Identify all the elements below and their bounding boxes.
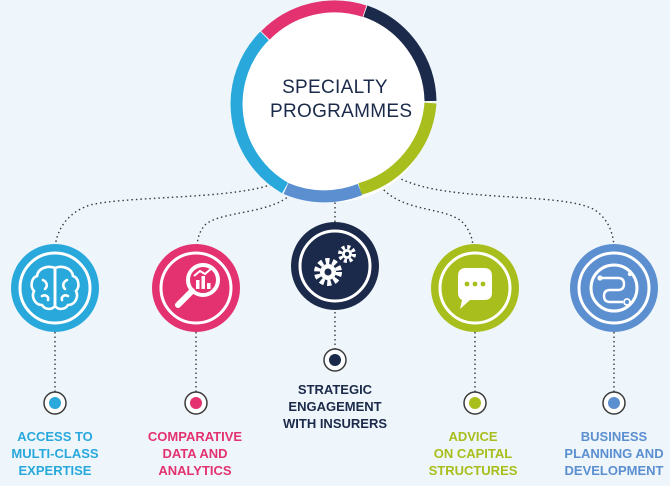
- connector-4: [377, 182, 474, 251]
- caption-advice: ADVICE ON CAPITAL STRUCTURES: [410, 428, 536, 479]
- caption-line: DATA AND: [162, 446, 228, 461]
- node-engagement: [291, 222, 379, 372]
- caption-line: ANALYTICS: [158, 463, 232, 478]
- connector-2: [196, 187, 297, 251]
- caption-line: BUSINESS: [580, 429, 648, 444]
- node-planning: [570, 244, 658, 415]
- node-analytics: [152, 244, 240, 415]
- caption-analytics: COMPARATIVE DATA AND ANALYTICS: [132, 428, 258, 479]
- anchor-dot-5: [602, 391, 626, 415]
- caption-engagement: STRATEGIC ENGAGEMENT WITH INSURERS: [272, 381, 398, 432]
- magnifier-chart-icon: [175, 263, 220, 308]
- node-expertise: [11, 244, 99, 415]
- anchor-dot-2: [184, 391, 208, 415]
- connector-1: [54, 177, 284, 251]
- caption-line: ADVICE: [448, 429, 498, 444]
- center-title-line-2: PROGRAMMES: [270, 101, 413, 122]
- caption-line: STRATEGIC: [297, 382, 373, 397]
- gears-icon: [314, 245, 356, 286]
- caption-line: ACCESS TO: [17, 429, 93, 444]
- caption-line: MULTI-CLASS: [11, 446, 99, 461]
- caption-line: STRUCTURES: [428, 463, 518, 478]
- chat-bubble-icon: [458, 268, 492, 309]
- anchor-dot-4: [463, 391, 487, 415]
- connector-5: [389, 171, 615, 251]
- center-ring: [230, 0, 437, 203]
- brain-icon: [30, 265, 80, 311]
- ring-segment-cyan: [230, 31, 289, 194]
- anchor-dot-3: [323, 348, 347, 372]
- ring-segment-blue: [283, 182, 363, 203]
- caption-line: DEVELOPMENT: [564, 463, 664, 478]
- node-advice: [431, 244, 519, 415]
- caption-line: COMPARATIVE: [147, 429, 243, 444]
- anchor-dot-1: [43, 391, 67, 415]
- caption-line: EXPERTISE: [18, 463, 92, 478]
- center-title-line-1: SPECIALTY: [282, 77, 388, 98]
- caption-line: PLANNING AND: [564, 446, 664, 461]
- caption-expertise: ACCESS TO MULTI-CLASS EXPERTISE: [0, 428, 115, 479]
- center-title: SPECIALTY PROGRAMMES: [270, 76, 413, 124]
- ring-segment-green: [358, 102, 437, 195]
- ring-segment-navy: [363, 5, 437, 102]
- caption-line: WITH INSURERS: [283, 416, 387, 431]
- caption-planning: BUSINESS PLANNING AND DEVELOPMENT: [553, 428, 670, 479]
- caption-line: ON CAPITAL: [433, 446, 513, 461]
- connectors: [54, 171, 615, 392]
- caption-line: ENGAGEMENT: [288, 399, 382, 414]
- route-path-icon: [589, 263, 639, 313]
- ring-segment-pink: [261, 0, 367, 40]
